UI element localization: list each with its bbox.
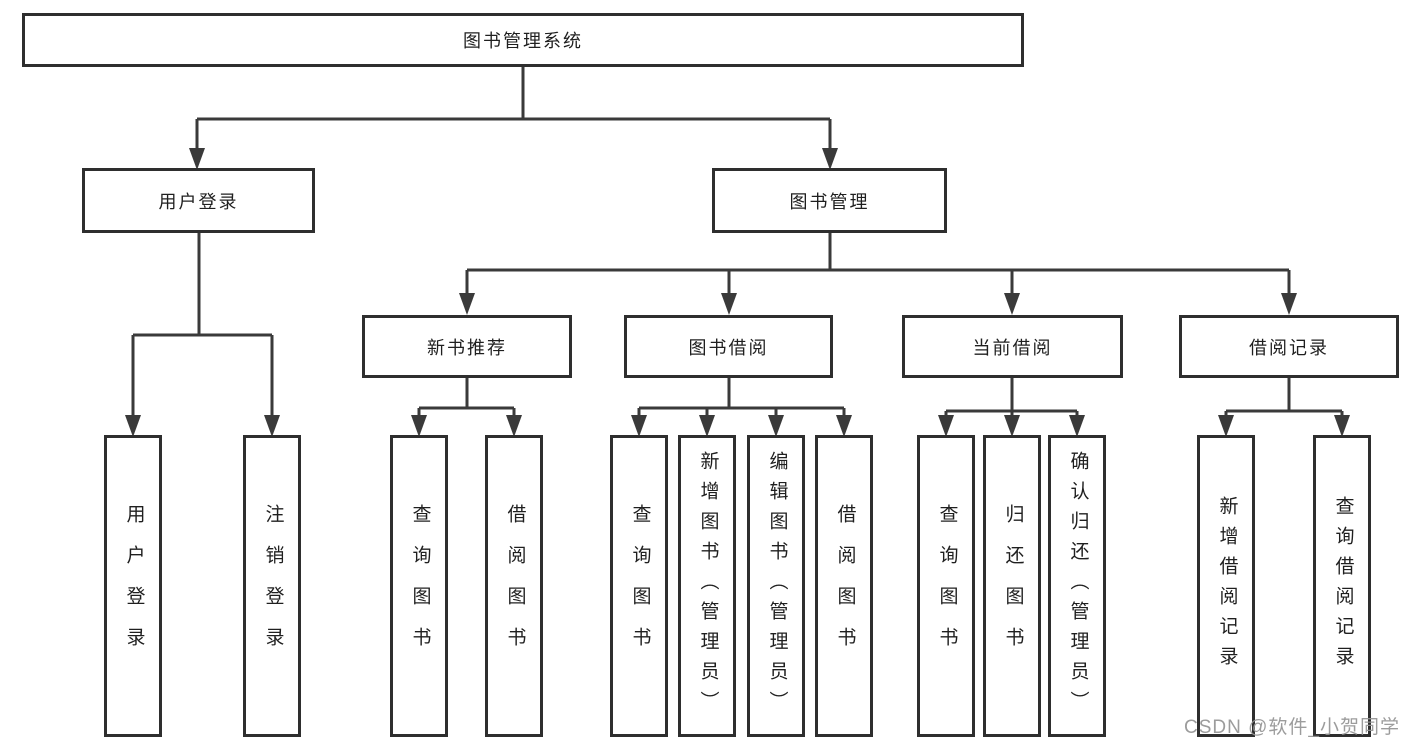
node-book-borrow-label: 图书借阅 (688, 337, 769, 358)
node-borrow-record: 借阅记录 (1179, 315, 1399, 378)
wire-borrowrecord-to-leaves (1224, 378, 1344, 419)
node-new-book-recommend: 新书推荐 (362, 315, 572, 378)
node-root: 图书管理系统 (22, 13, 1024, 67)
node-root-label: 图书管理系统 (463, 31, 583, 51)
arrowhead (1004, 293, 1020, 315)
node-book-borrow: 图书借阅 (624, 315, 833, 378)
node-borrow-record-label: 借阅记录 (1249, 337, 1329, 358)
arrowhead (459, 293, 475, 315)
arrowhead (768, 415, 784, 437)
wire-currentborrow-to-leaves (944, 378, 1079, 419)
leaf-query-borrow-record-label: 查询借阅记录 (1332, 496, 1354, 676)
leaf-borrow-book-1-label: 借阅图书 (504, 504, 526, 668)
wire-bookborrow-to-leaves (637, 378, 846, 419)
arrowhead (264, 415, 280, 437)
leaf-return-book: 归还图书 (983, 435, 1041, 737)
leaf-add-borrow-record-label: 新增借阅记录 (1216, 496, 1238, 676)
arrowhead (938, 415, 954, 437)
connector-paths (131, 67, 1344, 419)
arrowheads (125, 148, 1350, 437)
node-new-book-recommend-label: 新书推荐 (427, 337, 507, 358)
leaf-query-book-3: 查询图书 (917, 435, 975, 737)
arrowhead (836, 415, 852, 437)
node-user-login-label: 用户登录 (158, 191, 239, 212)
leaf-borrow-book-2: 借阅图书 (815, 435, 873, 737)
arrowhead (699, 415, 715, 437)
leaf-confirm-return-admin: 确认归还（管理员） (1048, 435, 1106, 737)
leaf-borrow-book-1: 借阅图书 (485, 435, 543, 737)
leaf-query-book-1-label: 查询图书 (409, 504, 431, 668)
arrowhead (822, 148, 838, 170)
leaf-edit-book-admin: 编辑图书（管理员） (747, 435, 805, 737)
arrowhead (1281, 293, 1297, 315)
wire-root-to-level2 (195, 67, 832, 152)
leaf-add-book-admin: 新增图书（管理员） (678, 435, 736, 737)
arrowhead (1069, 415, 1085, 437)
leaf-borrow-book-2-label: 借阅图书 (834, 504, 856, 668)
leaf-logout: 注销登录 (243, 435, 301, 737)
leaf-edit-book-admin-label: 编辑图书（管理员） (766, 451, 788, 721)
arrowhead (1004, 415, 1020, 437)
arrowhead (1334, 415, 1350, 437)
node-user-login: 用户登录 (82, 168, 315, 233)
wire-bookmgmt-to-level3 (465, 233, 1291, 297)
node-book-management: 图书管理 (712, 168, 947, 233)
leaf-query-borrow-record: 查询借阅记录 (1313, 435, 1371, 737)
arrowhead (506, 415, 522, 437)
node-current-borrow: 当前借阅 (902, 315, 1123, 378)
leaf-query-book-2: 查询图书 (610, 435, 668, 737)
leaf-logout-label: 注销登录 (262, 504, 284, 668)
node-current-borrow-label: 当前借阅 (972, 337, 1053, 358)
leaf-confirm-return-admin-label: 确认归还（管理员） (1067, 451, 1089, 721)
arrowhead (189, 148, 205, 170)
leaf-query-book-2-label: 查询图书 (629, 504, 651, 668)
arrowhead (1218, 415, 1234, 437)
leaf-user-login: 用户登录 (104, 435, 162, 737)
arrowhead (411, 415, 427, 437)
arrowhead (125, 415, 141, 437)
wire-userlogin-to-leaves (131, 233, 274, 419)
arrowhead (631, 415, 647, 437)
leaf-query-book-1: 查询图书 (390, 435, 448, 737)
watermark: CSDN @软件_小贺同学 (1184, 717, 1400, 738)
wire-newbook-to-leaves (417, 378, 516, 419)
arrowhead (721, 293, 737, 315)
leaf-add-book-admin-label: 新增图书（管理员） (697, 451, 719, 721)
leaf-return-book-label: 归还图书 (1002, 504, 1024, 668)
leaf-add-borrow-record: 新增借阅记录 (1197, 435, 1255, 737)
leaf-query-book-3-label: 查询图书 (936, 504, 958, 668)
node-book-management-label: 图书管理 (789, 191, 870, 212)
leaf-user-login-label: 用户登录 (123, 504, 145, 668)
